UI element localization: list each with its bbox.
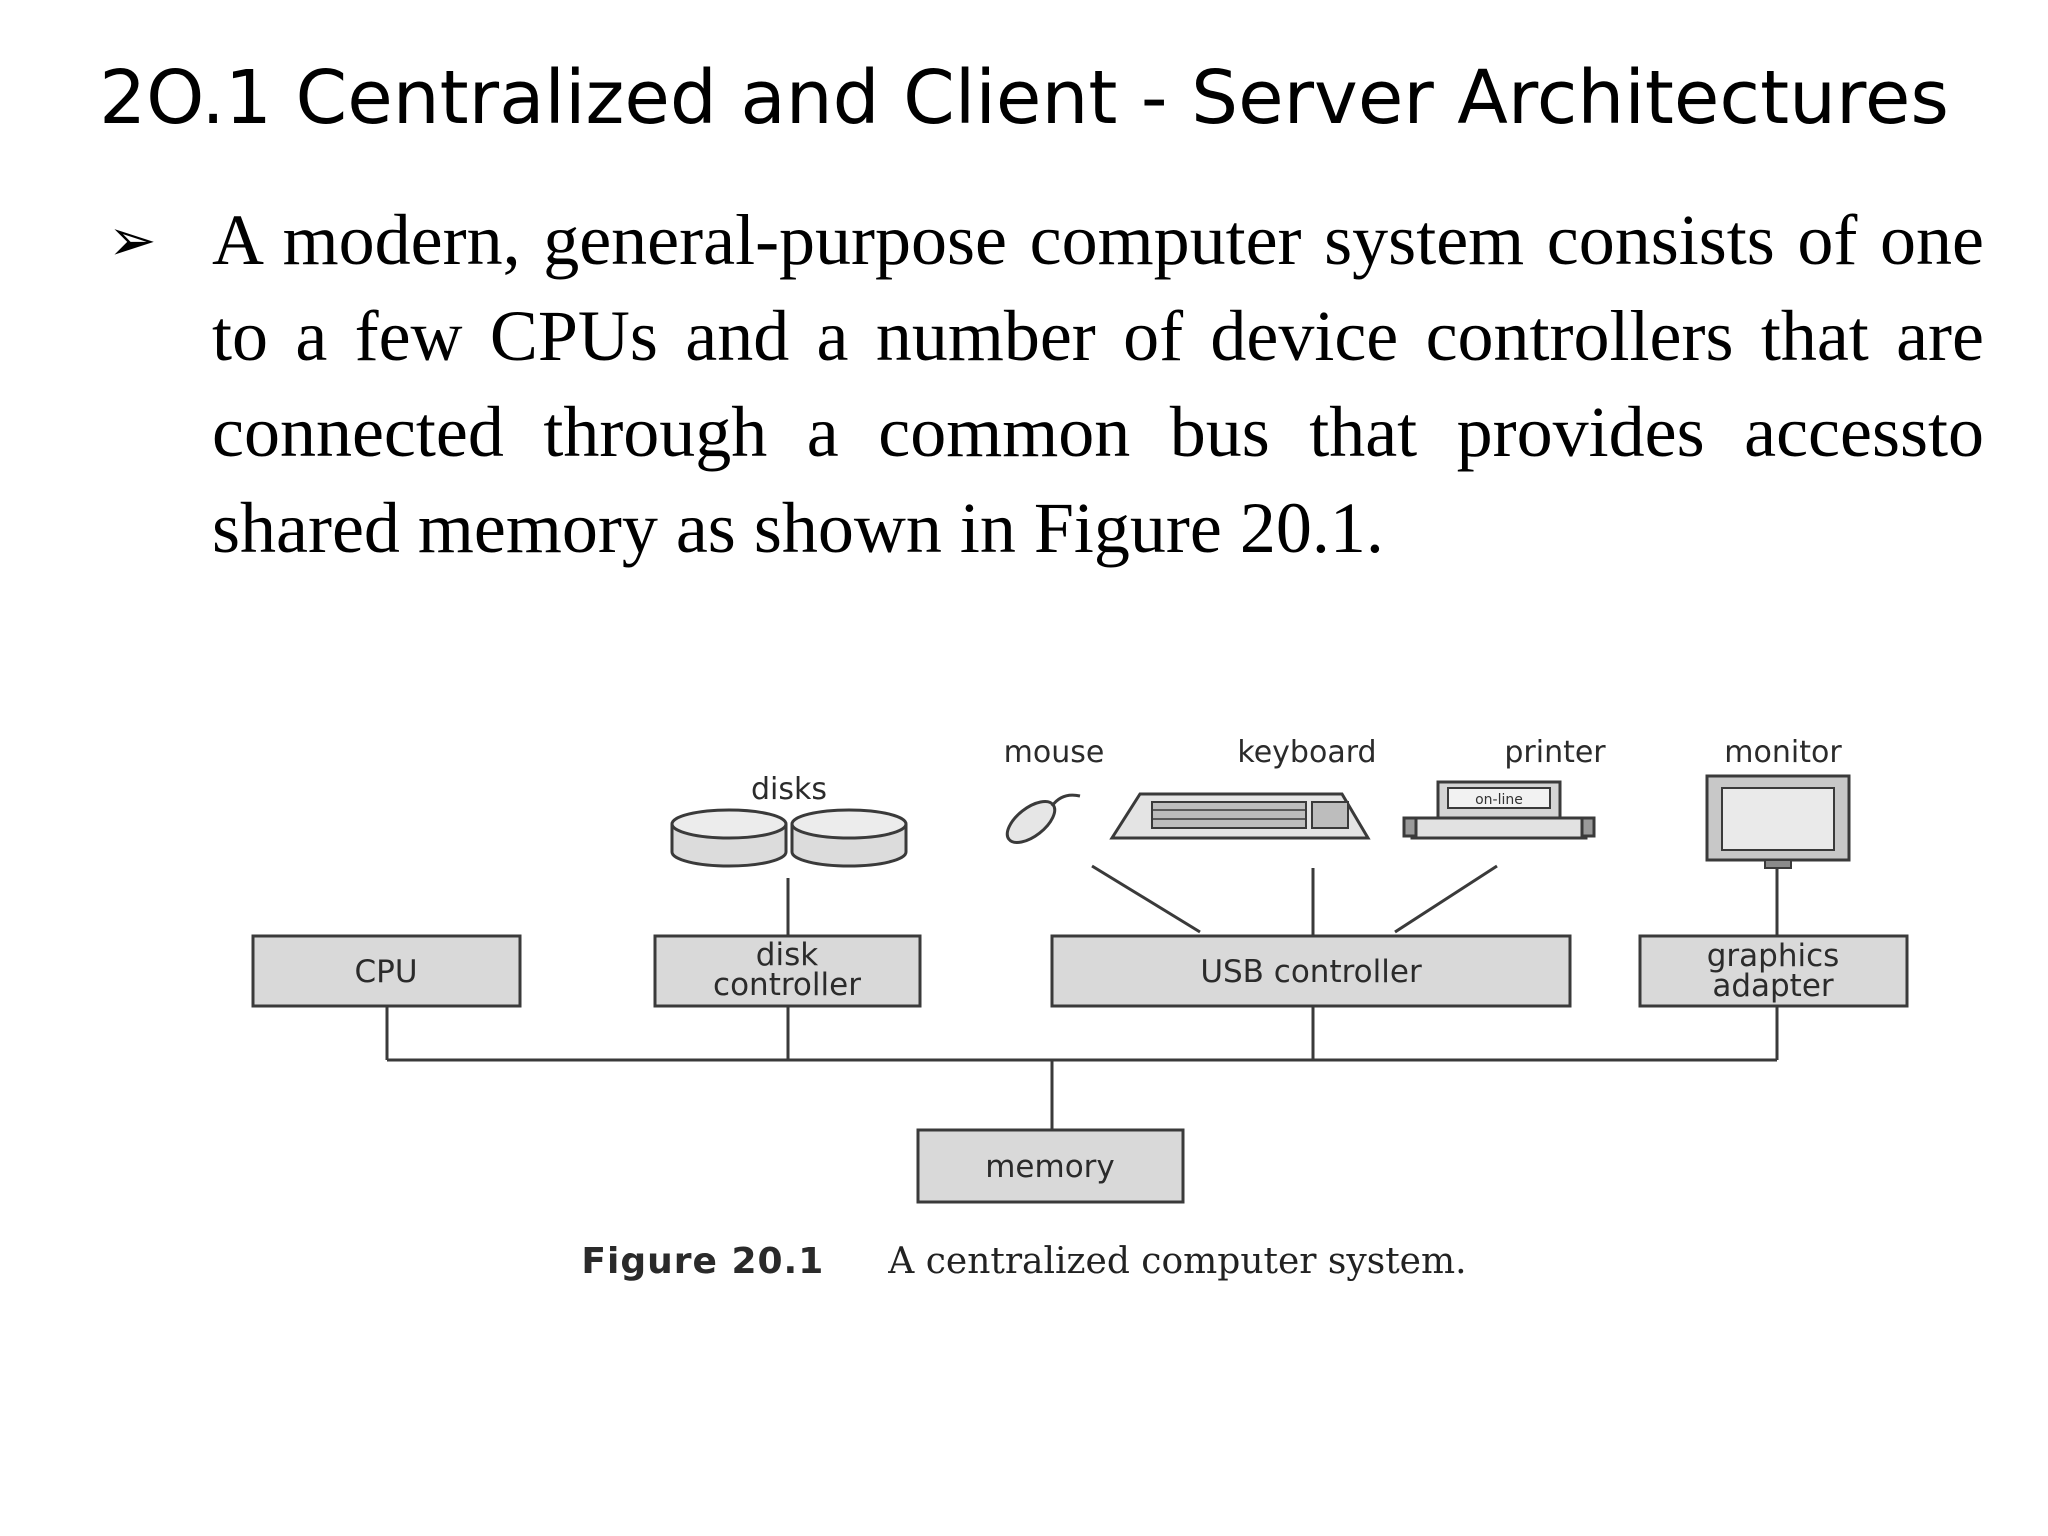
monitor-icon (1705, 774, 1851, 869)
disk-controller-box (653, 934, 922, 1008)
figure-caption-text: A centralized computer system. (888, 1241, 1467, 1282)
usb-controller-label: USB controller (1200, 954, 1422, 990)
disk-controller-label-line1: disk (756, 937, 818, 973)
bullet-paragraph: ➢ A modern, general-purpose computer sys… (108, 192, 1988, 576)
mouse-link (1091, 864, 1201, 934)
disk-controller-label-line2: controller (713, 967, 861, 1003)
disks-label: disks (751, 772, 827, 807)
keyboard-label: keyboard (1237, 735, 1376, 770)
cpu-label: CPU (354, 954, 417, 990)
graphics-adapter-box (1638, 934, 1909, 1008)
mouse-label: mouse (1004, 735, 1105, 770)
figure-caption-label: Figure 20.1 (581, 1241, 825, 1282)
printer-link (1394, 864, 1498, 934)
graphics-adapter-label-line2: adapter (1712, 968, 1834, 1004)
graphics-adapter-label-line1: graphics (1707, 938, 1840, 974)
arrowhead-bullet-icon: ➢ (108, 206, 157, 274)
usb-controller-box (1050, 934, 1572, 1008)
memory-label: memory (985, 1149, 1115, 1185)
monitor-label: monitor (1724, 735, 1842, 770)
mouse-icon (1005, 793, 1081, 844)
memory-box (916, 1128, 1185, 1204)
keyboard-icon (1109, 792, 1371, 840)
figure-caption: Figure 20.1 A centralized computer system… (0, 1240, 2048, 1282)
system-diagram: CPU disk controller USB controller graph… (251, 735, 1909, 1204)
printer-panel-label: on-line (1475, 792, 1523, 808)
disks-icon (670, 808, 908, 868)
slide-title: 2O.1 Centralized and Client - Server Arc… (99, 55, 1949, 141)
figure-centralized-system: CPU disk controller USB controller graph… (0, 700, 2048, 1320)
printer-icon (1402, 780, 1596, 840)
bullet-text: A modern, general-purpose computer syste… (212, 200, 1984, 568)
printer-label: printer (1504, 735, 1606, 770)
cpu-box (251, 934, 522, 1008)
